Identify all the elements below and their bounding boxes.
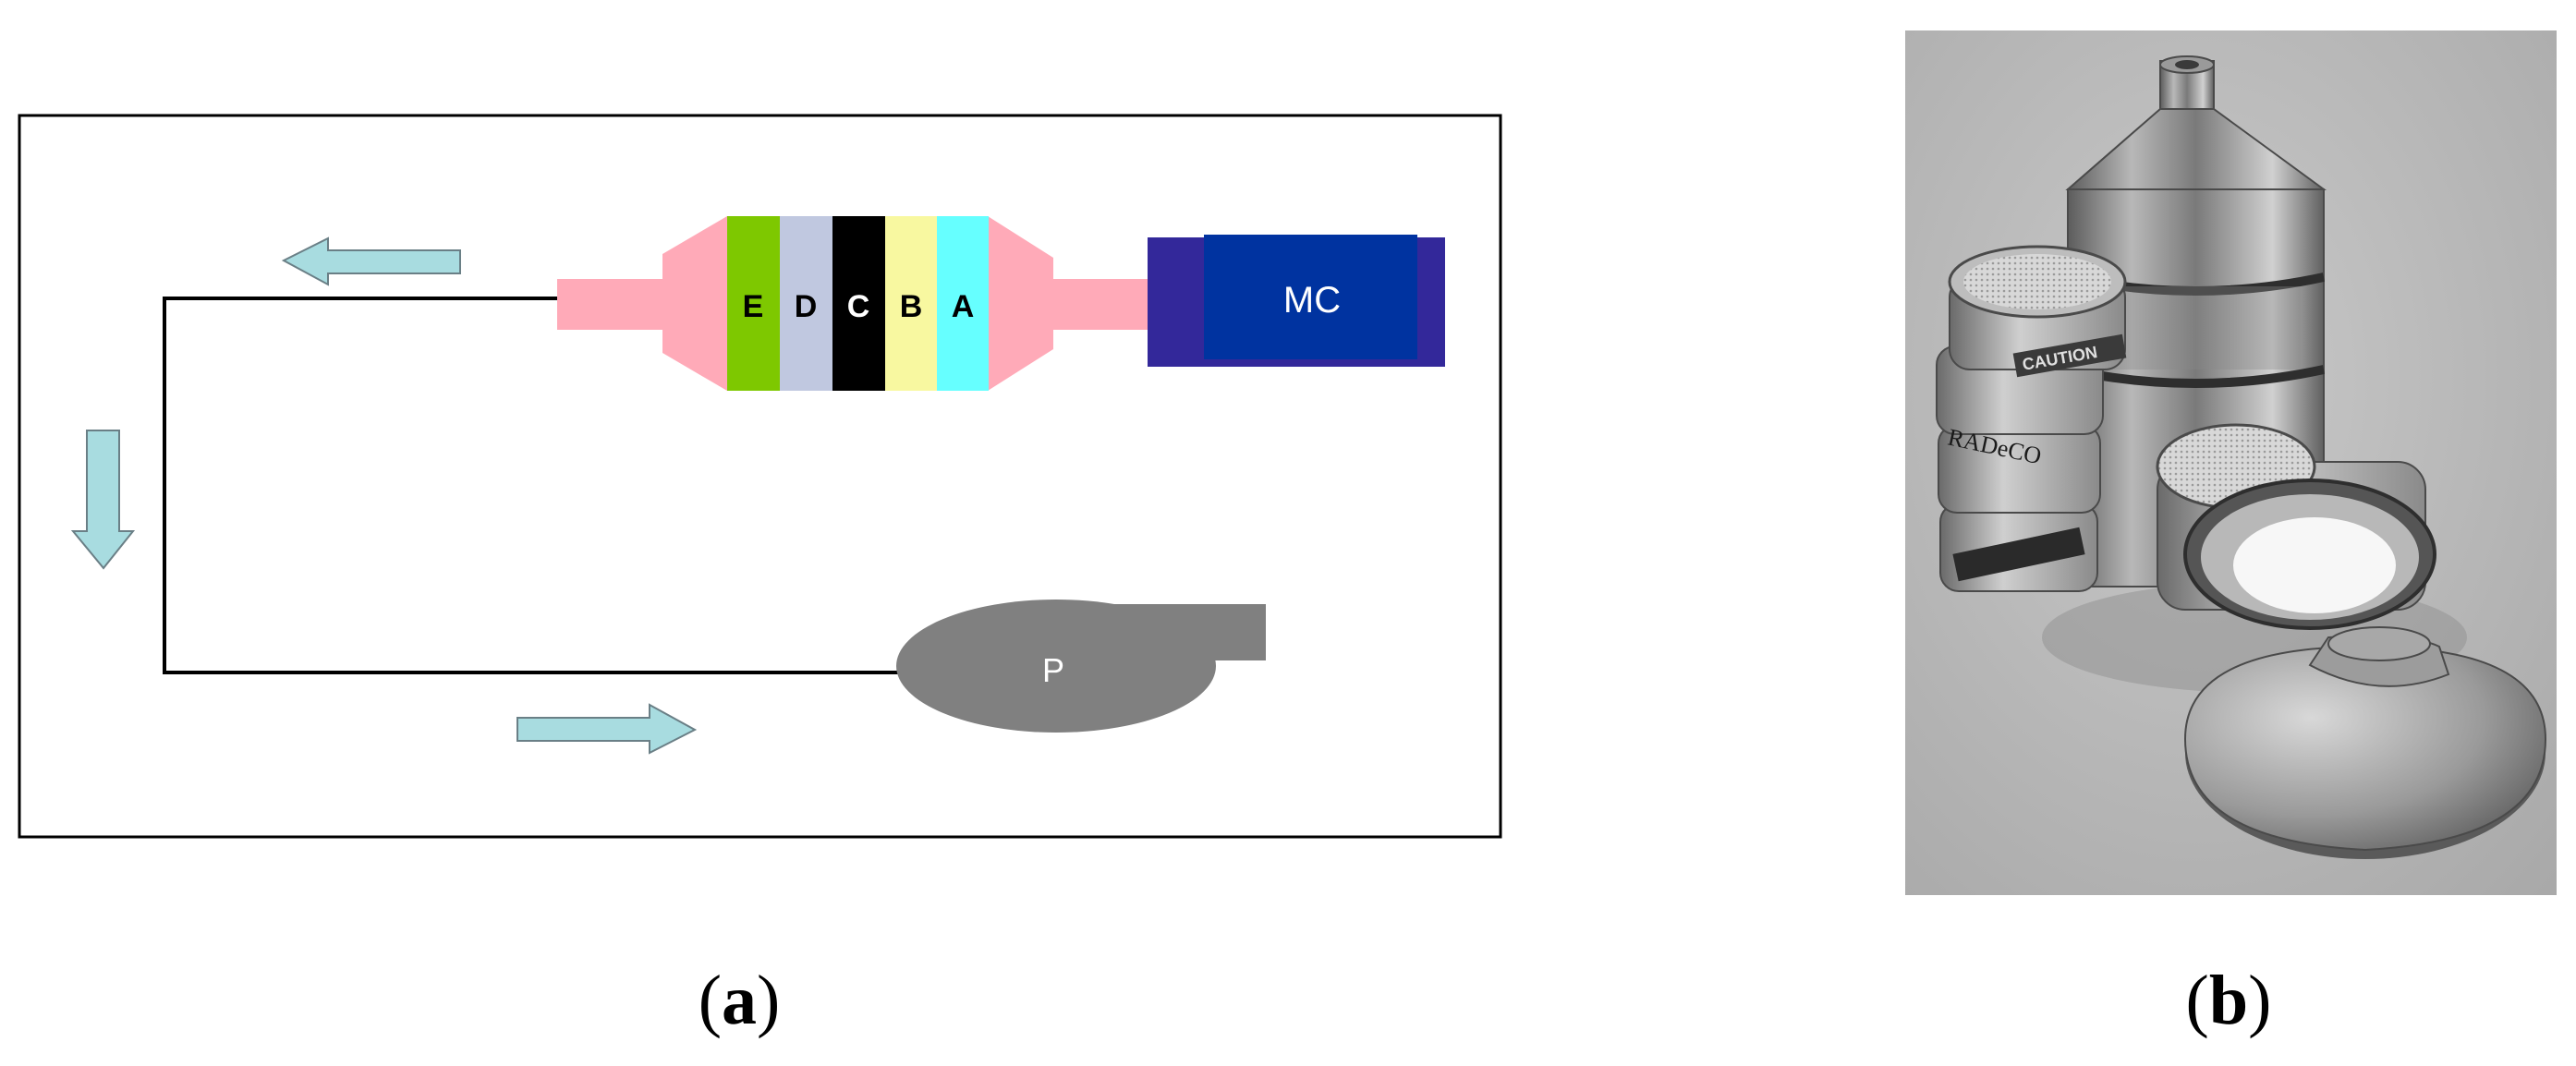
stage-b-band — [885, 216, 937, 391]
stage-d-label: D — [795, 289, 818, 324]
pump: P — [896, 600, 1266, 733]
stage-e-label: E — [743, 289, 764, 324]
stage-b-label: B — [900, 289, 923, 324]
flow-left-arrow — [281, 236, 461, 286]
flow-down-arrow — [70, 430, 136, 570]
pump-outlet — [1081, 604, 1266, 660]
holder-cone-left — [662, 216, 727, 391]
caption-a-open: ( — [699, 962, 722, 1039]
stage-e-band — [727, 216, 780, 391]
stage-d-band — [780, 216, 832, 391]
mc-label: MC — [1283, 280, 1341, 321]
mc-inner — [1204, 235, 1417, 359]
caption-b-letter: b — [2209, 962, 2248, 1039]
stage-c-band — [832, 216, 885, 391]
schematic-panel: E D C B A MC P — [18, 114, 1502, 839]
holder-inlet-left — [557, 279, 663, 330]
caption-b-close: ) — [2248, 962, 2271, 1039]
holder-cone-right — [988, 216, 1053, 391]
stage-c-label: C — [847, 289, 870, 324]
flow-right-arrow — [516, 703, 698, 755]
caption-a: (a) — [699, 962, 781, 1039]
filter-stack: E D C B A — [727, 216, 989, 391]
conical-lid — [2183, 626, 2547, 859]
open-sampler — [2156, 423, 2436, 630]
caption-b: (b) — [2186, 962, 2272, 1039]
stage-a-band — [937, 216, 989, 391]
caption-b-open: ( — [2186, 962, 2209, 1039]
filter-holder — [557, 216, 1148, 391]
caption-a-close: ) — [757, 962, 780, 1039]
flow-line — [163, 297, 901, 674]
caption-a-letter: a — [722, 962, 757, 1039]
cartridge-stack: RADeCO CAUTION — [1936, 245, 2127, 592]
photo-panel: RADeCO CAUTION — [1905, 30, 2557, 895]
stage-a-label: A — [952, 289, 975, 324]
holder-outlet-right — [1051, 279, 1148, 330]
mc-block: MC — [1148, 235, 1445, 367]
pump-label: P — [1042, 651, 1064, 689]
